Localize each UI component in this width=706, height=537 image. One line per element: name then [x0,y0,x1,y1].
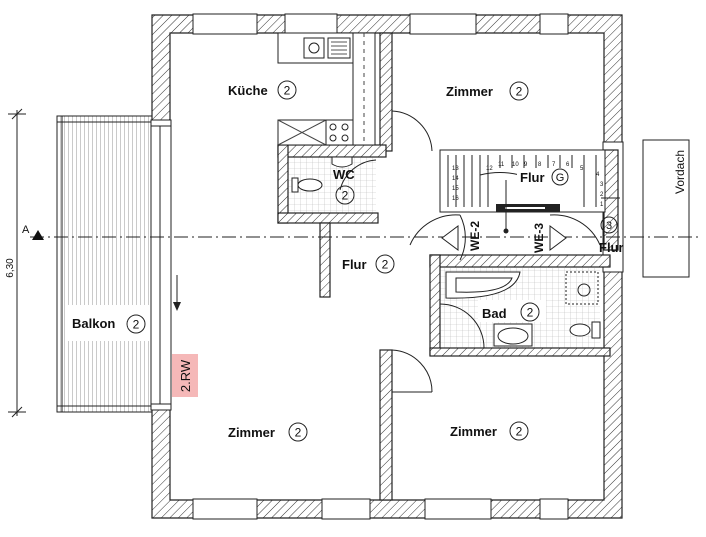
svg-text:16: 16 [452,196,459,202]
svg-text:14: 14 [452,176,459,182]
rw-highlight [172,354,198,397]
bathtub-icon [445,271,521,299]
down-arrow-icon [173,275,181,311]
svg-text:3: 3 [606,220,612,232]
section-label: A [22,224,30,236]
svg-text:Zimmer: Zimmer [450,424,497,439]
room-balkon: Balkon 2 [72,314,146,334]
toilet-icon [291,177,323,193]
svg-text:1: 1 [600,202,604,208]
svg-text:4: 4 [596,172,600,178]
svg-text:Küche: Küche [228,83,268,98]
svg-text:2: 2 [133,318,140,332]
svg-text:2: 2 [516,425,523,439]
room-flur-right: 3 Flur [599,216,624,255]
room-flur-main: Flur 2 [342,254,395,274]
svg-text:15: 15 [452,186,459,192]
rw-label: 2.RW [178,359,193,392]
room-flur-stair: Flur G [517,168,571,186]
dimension-value: 6,30 [5,258,16,278]
bath-toilet-icon [569,321,601,339]
svg-text:11: 11 [498,162,505,168]
svg-text:2: 2 [527,306,534,320]
unit-we2-label: WE-2 [468,221,482,251]
svg-text:2: 2 [284,84,291,98]
doors [391,110,601,393]
svg-text:8: 8 [538,162,542,168]
canopy [642,139,690,278]
svg-text:Bad: Bad [482,306,507,321]
svg-text:10: 10 [512,162,519,168]
sink-icon [308,42,320,54]
room-zimmer-top: Zimmer 2 [446,81,529,101]
svg-text:2: 2 [382,258,389,272]
svg-text:Zimmer: Zimmer [446,84,493,99]
kitchen-counter [277,32,376,146]
svg-text:Flur: Flur [520,170,545,185]
svg-text:2: 2 [295,426,302,440]
left-triangle-icon [441,225,459,251]
room-kueche: Küche 2 [228,80,297,100]
section-marker-icon [32,230,44,240]
svg-text:Zimmer: Zimmer [228,425,275,440]
unit-we3-label: WE-3 [532,223,546,253]
wc-door-swing [339,159,377,191]
svg-text:13: 13 [452,166,459,172]
svg-text:Flur: Flur [342,257,367,272]
svg-text:7: 7 [552,162,556,168]
right-triangle-icon [549,225,567,251]
svg-text:9: 9 [524,162,528,168]
svg-text:2: 2 [342,189,349,203]
stairwell [439,149,620,234]
svg-text:5: 5 [580,166,584,172]
svg-text:G: G [556,172,565,184]
svg-text:2: 2 [600,192,604,198]
room-wc: WC 2 [333,167,355,205]
room-zimmer-bottom-left: Zimmer 2 [228,422,308,442]
shower-icon [565,271,599,305]
room-zimmer-bottom-right: Zimmer 2 [450,421,529,441]
vordach-label: Vordach [673,150,687,194]
svg-text:12: 12 [486,166,493,172]
room-bad: Bad 2 [478,300,546,322]
stair-step-numbers: 16 15 14 13 12 11 10 9 8 7 6 5 43 2 1 [452,162,604,208]
svg-text:2: 2 [516,85,523,99]
svg-text:WC: WC [333,167,355,182]
svg-text:6: 6 [566,162,570,168]
dimension-line [8,108,26,418]
svg-text:Flur: Flur [599,240,624,255]
bath-washbasin-icon [493,323,533,347]
balcony-area [56,115,156,413]
wc-washbasin-icon [331,156,353,168]
svg-text:Balkon: Balkon [72,316,115,331]
interior-walls [277,32,619,501]
svg-text:3: 3 [600,182,604,188]
